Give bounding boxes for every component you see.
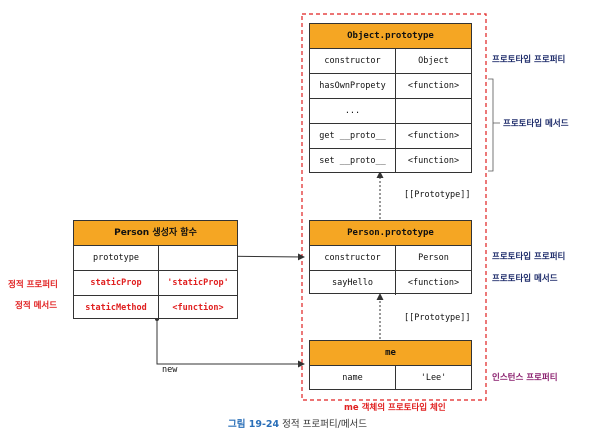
static-method-value: <function> <box>172 303 224 313</box>
table-row: get __proto__ <function> <box>310 124 471 149</box>
prototype-method-label: 프로토타입 메서드 <box>503 119 569 129</box>
person-prototype-box: Person.prototype constructor Person sayH… <box>309 220 472 295</box>
me-instance-box: me name 'Lee' <box>309 340 472 390</box>
new-arrow <box>156 319 305 368</box>
new-label: new <box>162 365 178 375</box>
table-row: staticProp 'staticProp' <box>74 271 237 296</box>
object-prototype-title: Object.prototype <box>310 24 471 49</box>
property-value: <function> <box>407 156 460 166</box>
property-value: <function> <box>407 81 460 91</box>
property-key: prototype <box>74 246 159 270</box>
prototype-chain-label: me 객체의 프로토타입 체인 <box>344 403 446 413</box>
prototype-property-label: 프로토타입 프로퍼티 <box>492 252 566 262</box>
static-property-key: staticProp <box>74 271 159 295</box>
property-key: set __proto__ <box>310 149 396 173</box>
figure-title: 정적 프로퍼티/메서드 <box>282 419 368 430</box>
property-value: Object <box>418 56 449 66</box>
property-key: name <box>310 366 396 390</box>
instance-property-label: 인스턴스 프로퍼티 <box>492 373 558 383</box>
person-constructor-box: Person 생성자 함수 prototype staticProp 'stat… <box>73 220 238 320</box>
property-key: constructor <box>310 49 396 73</box>
prototype-method-label: 프로토타입 메서드 <box>492 274 558 284</box>
object-prototype-box: Object.prototype constructor Object hasO… <box>309 23 472 173</box>
table-row: hasOwnPropety <function> <box>310 74 471 99</box>
prototype-property-label: 프로토타입 프로퍼티 <box>492 55 566 65</box>
table-row: constructor Object <box>310 49 471 74</box>
prototype-link-label: [[Prototype]] <box>404 313 471 323</box>
table-row: ... <box>310 99 471 124</box>
static-property-label: 정적 프로퍼티 <box>8 280 58 290</box>
property-key: get __proto__ <box>310 124 396 148</box>
property-value: Person <box>418 253 449 263</box>
property-key: ... <box>310 99 396 123</box>
me-title: me <box>310 341 471 366</box>
table-row: constructor Person <box>310 246 471 271</box>
table-row: sayHello <function> <box>310 271 471 295</box>
static-method-key: staticMethod <box>74 296 159 320</box>
figure-caption: 그림 19-24 정적 프로퍼티/메서드 <box>0 416 595 430</box>
prototype-link-label: [[Prototype]] <box>404 190 471 200</box>
figure-number: 그림 19-24 <box>227 419 280 430</box>
methods-bracket <box>488 78 500 172</box>
table-row: name 'Lee' <box>310 366 471 390</box>
prototype-chain-boundary <box>301 13 487 401</box>
person-prototype-title: Person.prototype <box>310 221 471 246</box>
static-property-value: 'staticProp' <box>167 278 229 288</box>
table-row: prototype <box>74 246 237 271</box>
property-key: hasOwnPropety <box>310 74 396 98</box>
property-value: 'Lee' <box>420 373 447 383</box>
property-key: constructor <box>310 246 396 270</box>
property-value <box>159 246 237 270</box>
property-key: sayHello <box>310 271 396 295</box>
person-constructor-title: Person 생성자 함수 <box>74 221 237 246</box>
property-value: <function> <box>407 278 460 288</box>
property-value <box>396 99 471 123</box>
static-method-label: 정적 메서드 <box>15 301 58 311</box>
table-row: set __proto__ <function> <box>310 149 471 173</box>
property-value: <function> <box>407 131 460 141</box>
table-row: staticMethod <function> <box>74 296 237 320</box>
